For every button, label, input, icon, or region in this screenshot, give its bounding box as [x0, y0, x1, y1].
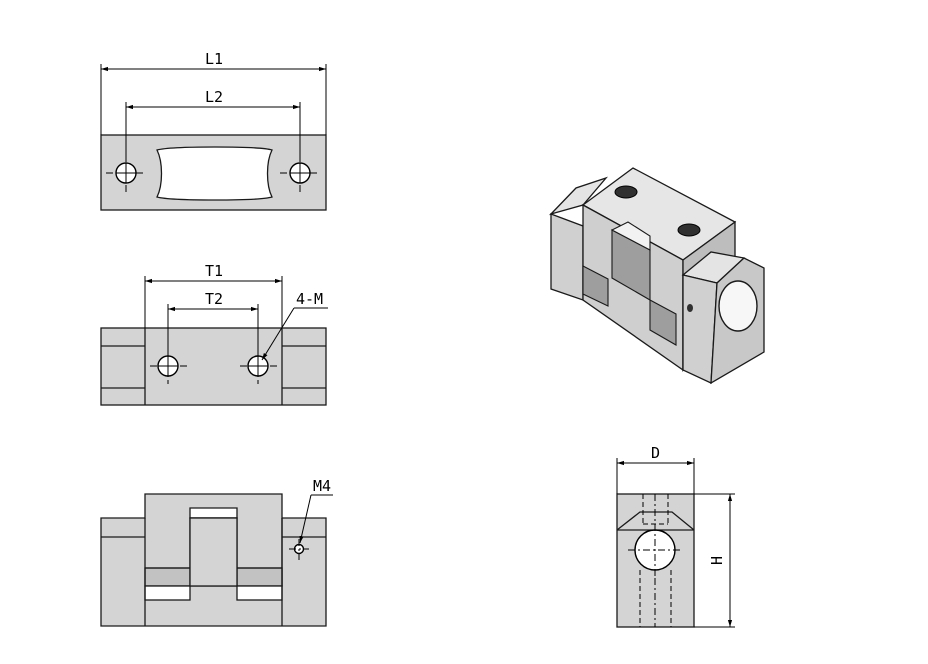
d-label: D: [651, 444, 660, 462]
iso-side-hole: [687, 304, 693, 312]
side-view: D H: [616, 444, 735, 628]
4m-leader: [261, 307, 295, 361]
bottom-view-top-slot: [189, 507, 238, 519]
l2-label: L2: [205, 88, 223, 106]
iso-top-hole-1: [614, 185, 638, 199]
side-bore: [628, 524, 683, 578]
top-view-slot: [156, 146, 273, 201]
side-slot-hidden: [639, 570, 672, 627]
top-left-hole: [106, 155, 146, 193]
bottom-right-opening: [236, 585, 283, 601]
4m-callout: 4-M: [296, 290, 323, 308]
top-view: L1 L2: [100, 50, 327, 211]
m4-callout: M4: [313, 477, 331, 495]
iso-bore: [718, 280, 758, 332]
t2-label: T2: [205, 290, 223, 308]
bottom-left-opening: [144, 585, 191, 601]
m4-leader: [299, 494, 312, 544]
l1-label: L1: [205, 50, 223, 68]
top-right-hole: [280, 155, 320, 193]
front-view-body: [100, 327, 327, 406]
front-view: T1 T2 4-M: [100, 262, 328, 406]
front-right-hole: [240, 350, 278, 384]
t1-label: T1: [205, 262, 223, 280]
side-tapped-hole: [289, 539, 309, 560]
isometric-view: [548, 167, 765, 385]
h-label: H: [708, 556, 726, 565]
iso-top-hole-2: [677, 223, 701, 237]
bottom-view: M4: [100, 477, 333, 627]
